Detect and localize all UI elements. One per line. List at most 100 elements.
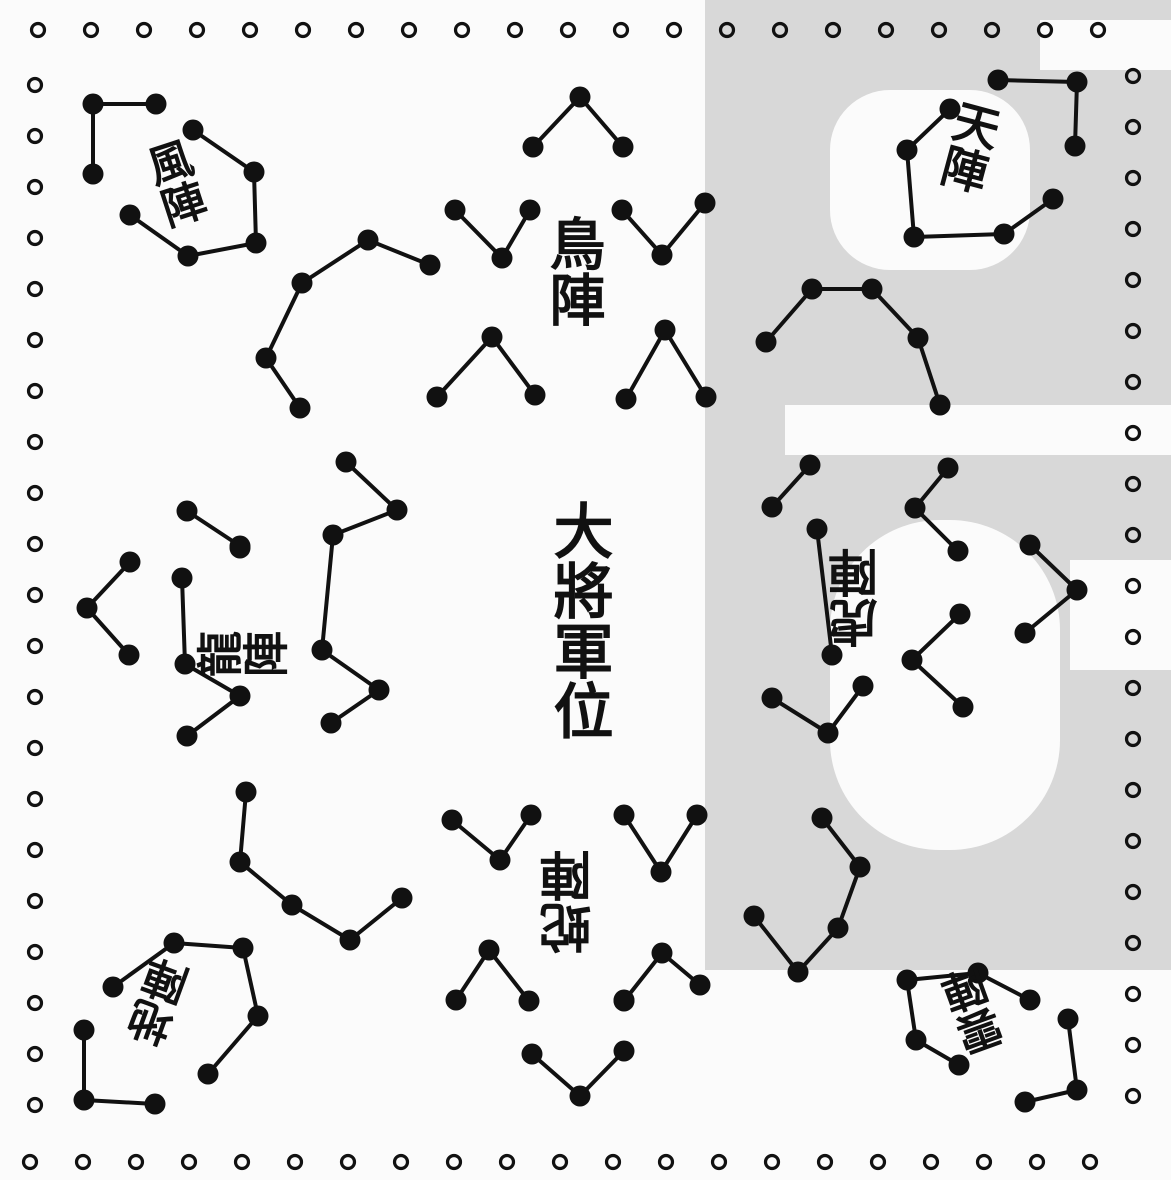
border-ring — [445, 1153, 463, 1171]
formation-node — [1057, 1008, 1079, 1030]
border-ring — [612, 21, 630, 39]
formation-node — [176, 725, 198, 747]
formation-node — [611, 199, 633, 221]
formation-edge — [815, 527, 834, 657]
border-ring — [180, 1153, 198, 1171]
border-ring — [1081, 1153, 1099, 1171]
formation-node — [255, 347, 277, 369]
formation-node — [905, 1029, 927, 1051]
border-ring — [869, 1153, 887, 1171]
border-ring — [241, 21, 259, 39]
formation-node — [799, 454, 821, 476]
formation-label-snake: 蛇陣 — [540, 850, 601, 954]
formation-node — [1066, 579, 1088, 601]
formation-node — [1014, 622, 1036, 644]
formation-node — [896, 969, 918, 991]
formation-node — [232, 937, 254, 959]
border-ring — [26, 892, 44, 910]
formation-edge — [450, 813, 533, 862]
border-ring — [188, 21, 206, 39]
formation-node — [901, 649, 923, 671]
formation-node — [612, 136, 634, 158]
border-ring — [26, 331, 44, 349]
formation-node — [82, 93, 104, 115]
formation-node — [520, 804, 542, 826]
border-ring — [922, 1153, 940, 1171]
border-ring — [26, 484, 44, 502]
formation-node — [686, 804, 708, 826]
formation-edge — [185, 509, 242, 548]
border-ring — [21, 1153, 39, 1171]
border-ring — [26, 382, 44, 400]
formation-node — [1019, 534, 1041, 556]
formation-node — [119, 204, 141, 226]
border-ring — [1124, 322, 1142, 340]
formation-node — [651, 942, 673, 964]
formation-node — [176, 500, 198, 522]
border-ring — [1124, 220, 1142, 238]
formation-node — [615, 388, 637, 410]
formation-node — [335, 451, 357, 473]
formation-edge — [453, 208, 532, 260]
formation-node — [426, 386, 448, 408]
border-ring — [983, 21, 1001, 39]
formation-node — [651, 244, 673, 266]
formation-node — [311, 639, 333, 661]
formation-node — [694, 192, 716, 214]
formation-node — [281, 894, 303, 916]
formation-node — [949, 603, 971, 625]
center-label: 大將軍位 — [543, 500, 613, 740]
formation-node — [817, 722, 839, 744]
border-ring — [26, 688, 44, 706]
formation-node — [827, 917, 849, 939]
border-ring — [1124, 526, 1142, 544]
border-ring — [453, 21, 471, 39]
border-ring-group — [21, 21, 1142, 1171]
formation-node — [481, 326, 503, 348]
border-ring — [1124, 730, 1142, 748]
formation-node — [904, 497, 926, 519]
formation-edge — [180, 576, 242, 738]
border-ring — [26, 535, 44, 553]
border-ring — [26, 433, 44, 451]
formation-node — [386, 499, 408, 521]
formation-node — [73, 1019, 95, 1041]
formation-node — [522, 136, 544, 158]
border-ring — [26, 1096, 44, 1114]
formation-node — [441, 809, 463, 831]
formation-node — [613, 804, 635, 826]
formation-node — [289, 397, 311, 419]
formation-node — [987, 69, 1009, 91]
border-ring — [1124, 271, 1142, 289]
formation-node — [119, 551, 141, 573]
formation-node — [519, 199, 541, 221]
formation-node — [896, 139, 918, 161]
border-ring — [506, 21, 524, 39]
formation-node — [518, 990, 540, 1012]
border-ring — [26, 790, 44, 808]
formation-node — [76, 597, 98, 619]
formation-node — [937, 457, 959, 479]
formation-edge — [238, 790, 404, 942]
border-ring — [26, 994, 44, 1012]
border-ring — [718, 21, 736, 39]
formation-node — [491, 247, 513, 269]
border-ring — [26, 943, 44, 961]
formation-node — [952, 696, 974, 718]
border-ring — [1124, 424, 1142, 442]
watermark-shape — [705, 0, 1171, 970]
formation-node — [801, 278, 823, 300]
border-ring — [1124, 373, 1142, 391]
formation-node — [247, 1005, 269, 1027]
border-ring — [498, 1153, 516, 1171]
border-ring — [26, 1045, 44, 1063]
formation-node — [948, 1054, 970, 1076]
formation-node — [245, 232, 267, 254]
border-ring — [1124, 781, 1142, 799]
border-ring — [127, 1153, 145, 1171]
formation-node — [821, 644, 843, 666]
formation-node — [291, 272, 313, 294]
formation-node — [82, 163, 104, 185]
border-ring — [1124, 883, 1142, 901]
